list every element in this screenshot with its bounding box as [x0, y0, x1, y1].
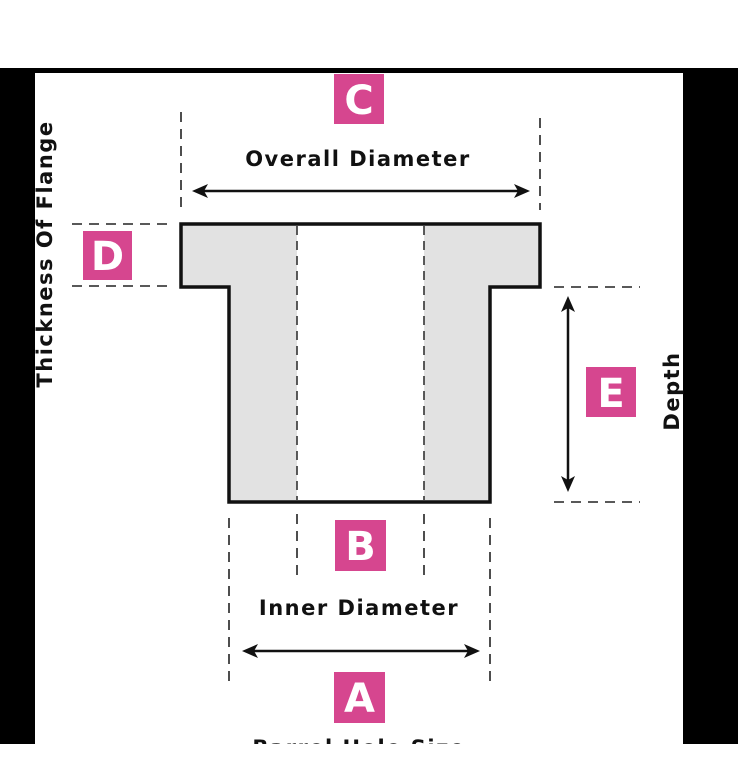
- badge-c: C: [334, 74, 384, 124]
- badge-a: A: [334, 672, 385, 723]
- frame-right-border: [683, 68, 738, 744]
- bottom-cut-area: [0, 744, 738, 774]
- badge-d: D: [83, 231, 132, 280]
- badge-b-letter: B: [345, 524, 376, 570]
- barrel-diameter-arrow: [242, 644, 480, 658]
- inner-bore: [297, 226, 424, 500]
- overall-diameter-arrow: [192, 184, 530, 198]
- badge-e-letter: E: [597, 371, 624, 417]
- frame-top-border: [0, 68, 738, 73]
- depth-label: Depth: [660, 351, 684, 430]
- badge-b: B: [335, 520, 386, 571]
- inner-diameter-label: Inner Diameter: [259, 596, 459, 620]
- badge-d-letter: D: [91, 234, 124, 280]
- thickness-of-flange-label: Thickness Of Flange: [33, 120, 57, 387]
- badge-c-letter: C: [344, 78, 373, 124]
- frame-left-border: [0, 68, 35, 744]
- depth-arrow: [561, 296, 575, 492]
- overall-diameter-label: Overall Diameter: [245, 147, 471, 171]
- barrel-hole-size-label: Barrel Hole Size: [252, 736, 465, 760]
- badge-a-letter: A: [344, 676, 375, 722]
- badge-e: E: [586, 367, 636, 417]
